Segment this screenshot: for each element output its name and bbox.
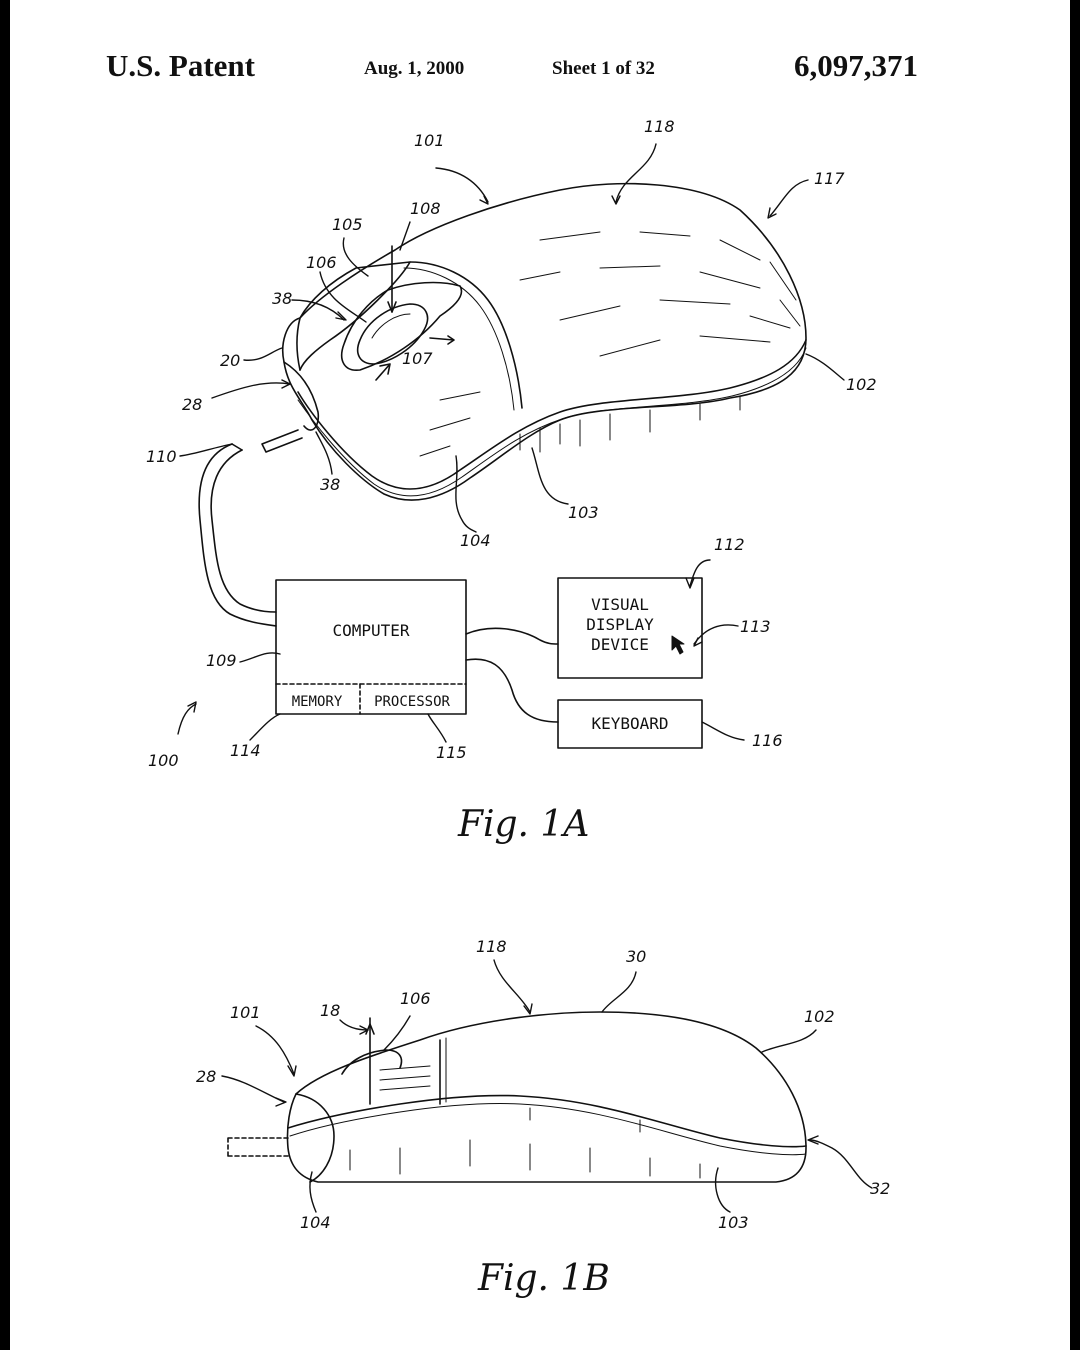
patent-number: 6,097,371 xyxy=(794,48,918,83)
visual-label-line3: DEVICE xyxy=(591,635,649,654)
patent-drawing: COMPUTER MEMORY PROCESSOR VISUAL DISPLAY… xyxy=(146,117,890,1299)
side-cable-stub xyxy=(227,1137,291,1157)
ref-1b-104: 104 xyxy=(300,1213,331,1232)
side-hatching xyxy=(519,395,741,453)
side-split-line xyxy=(287,1094,807,1148)
ref-114: 114 xyxy=(230,741,261,760)
button-divider-2 xyxy=(403,267,515,411)
ref-107: 107 xyxy=(402,349,433,368)
shell-split-line xyxy=(297,339,807,490)
fig-1b-reference-numerals: 118 30 101 18 106 102 28 32 104 103 xyxy=(196,937,890,1232)
mouse-body-outline xyxy=(282,182,807,501)
ref-38-top: 38 xyxy=(272,289,292,308)
ref-1b-28: 28 xyxy=(196,1067,216,1086)
mouse-nose xyxy=(283,361,320,431)
ref-1b-118: 118 xyxy=(476,937,507,956)
fig-1a-mouse-drawing xyxy=(261,182,807,501)
rotation-arrow-right xyxy=(429,335,455,345)
figure-1b-caption: Fig. 1B xyxy=(477,1258,610,1299)
visual-display-box xyxy=(557,577,703,679)
fig-1b-leader-lines xyxy=(221,959,873,1213)
side-1b-hatching xyxy=(349,1065,701,1179)
computer-label: COMPUTER xyxy=(332,621,409,640)
ref-116: 116 xyxy=(752,731,783,750)
computer-box xyxy=(275,579,467,715)
fig-1b-mouse-drawing xyxy=(227,1011,807,1183)
ref-110: 110 xyxy=(146,447,177,466)
ref-1b-18: 18 xyxy=(320,1001,340,1020)
ref-105: 105 xyxy=(332,215,363,234)
ref-101: 101 xyxy=(414,131,445,150)
ref-1b-32: 32 xyxy=(870,1179,890,1198)
side-scroll-wheel xyxy=(341,1049,403,1075)
ref-117: 117 xyxy=(814,169,845,188)
figure-1a-caption: Fig. 1A xyxy=(457,804,589,845)
sheet-number: Sheet 1 of 32 xyxy=(552,58,655,79)
ref-1b-103: 103 xyxy=(718,1213,749,1232)
button-divider xyxy=(409,261,523,409)
ref-118: 118 xyxy=(644,117,675,136)
shell-split-line-2 xyxy=(297,347,807,497)
ref-102: 102 xyxy=(846,375,877,394)
cable-110-inner xyxy=(210,449,277,613)
scroll-wheel xyxy=(356,303,429,365)
patent-date: Aug. 1, 2000 xyxy=(364,58,465,79)
wheel-highlight xyxy=(371,313,411,339)
keyboard-label: KEYBOARD xyxy=(591,714,668,733)
ref-108: 108 xyxy=(410,199,441,218)
ref-104: 104 xyxy=(460,531,491,550)
mouse-cable-stub xyxy=(261,429,303,453)
axis-arrowhead xyxy=(387,301,397,313)
ref-1b-106: 106 xyxy=(400,989,431,1008)
nose-edge xyxy=(296,317,301,371)
connector-computer-keyboard xyxy=(465,658,559,723)
fig-1a-leader-lines xyxy=(177,143,845,743)
side-front-curve xyxy=(295,1093,335,1183)
side-body-outline xyxy=(286,1011,807,1183)
ref-112: 112 xyxy=(714,535,745,554)
patent-header-title: U.S. Patent xyxy=(106,48,255,83)
fig-1a-reference-numerals: 101 118 117 108 105 106 38 20 107 28 102… xyxy=(146,117,877,770)
ref-113: 113 xyxy=(740,617,771,636)
cable-110-outer xyxy=(198,443,277,627)
visual-label-line1: VISUAL xyxy=(591,595,649,614)
ref-20: 20 xyxy=(220,351,240,370)
wheel-slot xyxy=(340,281,463,371)
ref-1b-101: 101 xyxy=(230,1003,261,1022)
ref-1b-30: 30 xyxy=(626,947,646,966)
keyboard-box xyxy=(557,699,703,749)
visual-label-line2: DISPLAY xyxy=(586,615,654,634)
ref-115: 115 xyxy=(436,743,467,762)
rotation-arrow-left xyxy=(375,363,391,381)
patent-sheet: U.S. Patent Aug. 1, 2000 Sheet 1 of 32 6… xyxy=(10,0,1070,1350)
ref-1b-102: 102 xyxy=(804,1007,835,1026)
ref-28: 28 xyxy=(182,395,202,414)
ref-106: 106 xyxy=(306,253,337,272)
side-split-line-2 xyxy=(289,1102,807,1156)
ref-103: 103 xyxy=(568,503,599,522)
top-shell-contour-lines xyxy=(419,231,801,457)
ref-38-bottom: 38 xyxy=(320,475,340,494)
cursor-pointer-icon xyxy=(671,635,685,655)
cable-end xyxy=(231,443,243,451)
memory-label: MEMORY xyxy=(292,694,343,710)
ref-109: 109 xyxy=(206,651,237,670)
connector-computer-display xyxy=(465,627,559,645)
ref-100: 100 xyxy=(148,751,179,770)
processor-label: PROCESSOR xyxy=(374,694,450,710)
